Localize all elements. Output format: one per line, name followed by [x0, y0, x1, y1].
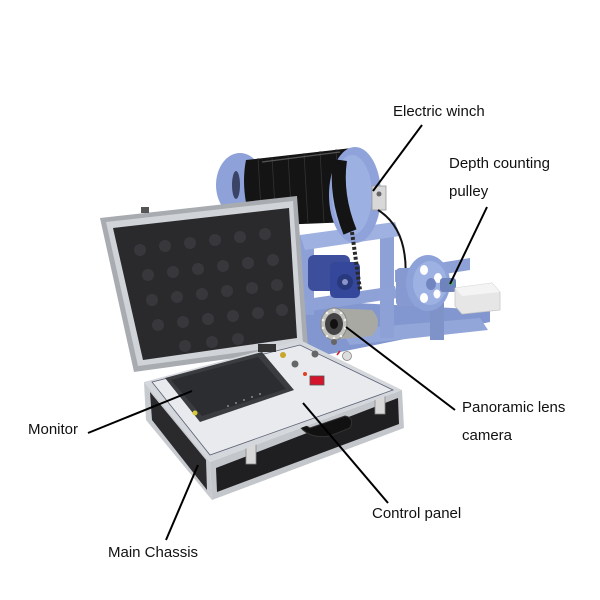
- case-lid: [100, 196, 308, 372]
- label-monitor: Monitor: [28, 416, 78, 444]
- label-main-chassis-text: Main Chassis: [108, 544, 199, 561]
- label-electric-winch-text: Electric winch: [393, 103, 485, 120]
- depth-pulley: [396, 255, 501, 315]
- motor: [308, 231, 362, 298]
- leader-panoramic-camera: [345, 326, 456, 411]
- leader-depth-pulley: [449, 206, 488, 285]
- label-depth-counting-pulley: Depth counting pulley: [449, 150, 550, 206]
- label-main-chassis: Main Chassis: [108, 539, 198, 567]
- leader-electric-winch: [372, 124, 423, 192]
- leader-control-panel: [302, 402, 389, 504]
- label-control-panel-text: Control panel: [372, 505, 462, 522]
- camera-probe: [320, 307, 378, 341]
- label-control-panel: Control panel: [372, 500, 461, 528]
- leader-main-chassis: [165, 464, 199, 541]
- label-electric-winch: Electric winch: [393, 98, 485, 126]
- leader-monitor: [87, 390, 193, 434]
- label-monitor-text: Monitor: [28, 421, 79, 438]
- case-body: [144, 339, 404, 500]
- label-panoramic-lens-camera: Panoramic lens camera: [462, 394, 565, 450]
- leader-lines: [87, 124, 488, 541]
- label-depth-pulley-line2: pulley: [449, 183, 489, 200]
- label-depth-pulley-line1: Depth counting: [449, 155, 550, 172]
- label-panoramic-line1: Panoramic lens: [462, 399, 566, 416]
- label-panoramic-line2: camera: [462, 427, 513, 444]
